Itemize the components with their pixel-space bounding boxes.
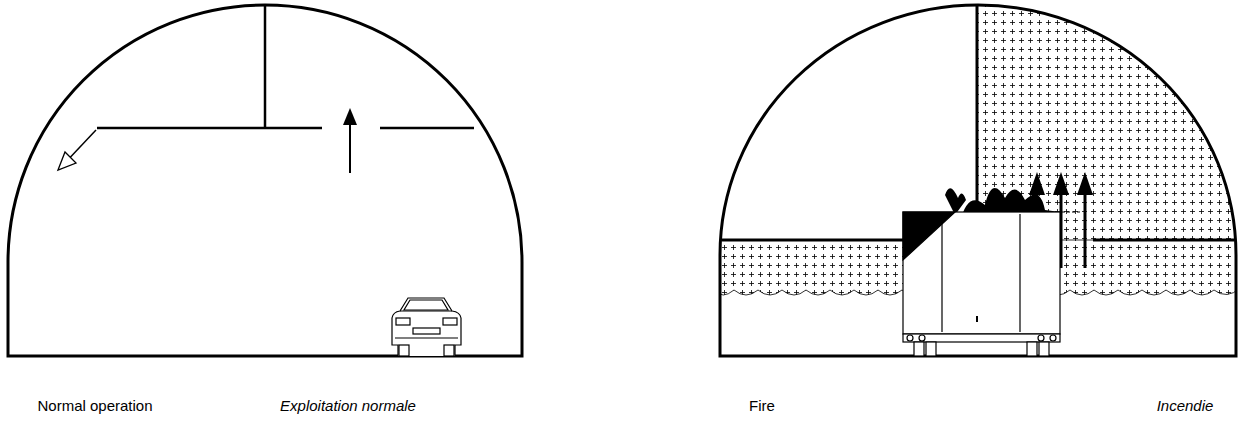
tunnel-normal: [8, 5, 522, 356]
caption-french: Exploitation normale: [280, 397, 416, 414]
tunnel-fire: [715, 0, 1242, 356]
caption-french: Incendie: [1157, 397, 1214, 414]
caption-english: Normal operation: [37, 397, 152, 414]
caption-english: Fire: [749, 397, 775, 414]
